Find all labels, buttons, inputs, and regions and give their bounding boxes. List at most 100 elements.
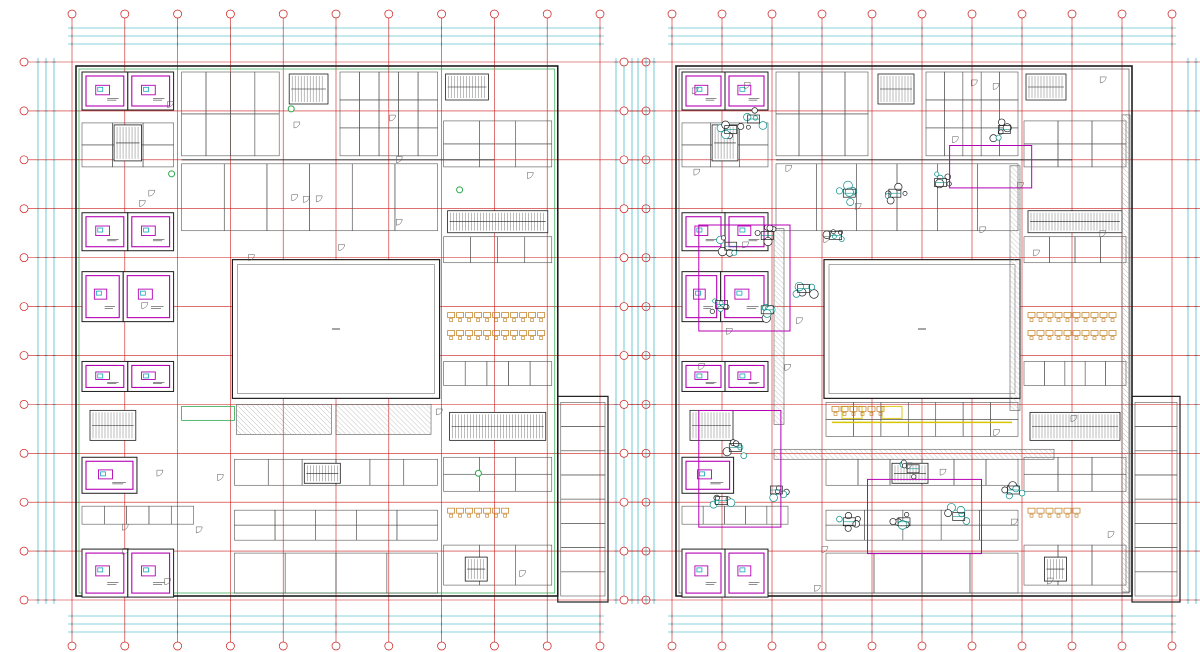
- hatch-line: [326, 404, 332, 410]
- desk: [447, 330, 455, 336]
- grid-bubble-bottom: [717, 641, 727, 651]
- hatch-line: [1009, 180, 1021, 191]
- hatch-line: [1121, 566, 1131, 576]
- door-swing: [167, 101, 174, 108]
- equipment-cluster: [769, 485, 790, 502]
- desk: [447, 312, 455, 318]
- door-swing: [291, 194, 299, 201]
- room-left-4: [127, 212, 175, 252]
- hatch-line: [773, 244, 785, 255]
- desk: [1045, 507, 1054, 514]
- small-room: [990, 419, 1019, 437]
- hatch-line: [798, 449, 810, 460]
- hatch-line: [1121, 541, 1131, 551]
- hatch-line: [1121, 236, 1131, 246]
- hatch-line: [1121, 181, 1131, 191]
- hatch-line: [1009, 330, 1021, 341]
- furnished-room-outline: [698, 224, 791, 332]
- hatch-line: [1009, 400, 1021, 411]
- hatch-line: [913, 449, 925, 460]
- right-wing: [1023, 120, 1178, 597]
- hatch-line: [1009, 275, 1021, 286]
- chair: [1092, 336, 1097, 340]
- hatch-line: [1009, 170, 1021, 181]
- chair: [842, 412, 847, 416]
- small-room: [515, 143, 553, 168]
- room-inner-outline: [728, 364, 765, 389]
- grid-bubble-top: [278, 9, 288, 19]
- hatch-line: [1121, 161, 1131, 171]
- room-inner-outline: [685, 460, 731, 490]
- room-left-8: [127, 360, 175, 392]
- grid-bubble-left: [619, 400, 629, 409]
- grid-bubble-top: [331, 9, 341, 19]
- desk: [831, 406, 840, 412]
- furnished-room-outline: [867, 478, 983, 555]
- equipment-box: [694, 371, 709, 380]
- desk: [876, 406, 885, 412]
- hatch-line: [823, 449, 835, 460]
- equipment-symbol: [751, 107, 758, 114]
- equipment-symbol: [717, 246, 728, 257]
- equipment-box: [95, 371, 110, 380]
- equipment-box: [694, 565, 709, 577]
- room-left-9: [681, 456, 735, 494]
- room-inner-outline: [85, 75, 125, 107]
- hatch-line: [1121, 511, 1131, 521]
- small-room: [1134, 571, 1178, 597]
- hatch-line: [1121, 156, 1131, 166]
- desk: [1072, 312, 1081, 318]
- desk: [474, 507, 482, 514]
- hatch-line: [1121, 531, 1131, 541]
- hatch-line: [1121, 331, 1131, 341]
- chair: [1065, 318, 1070, 322]
- room-wall: [81, 71, 129, 111]
- chair: [503, 336, 507, 340]
- chair: [1074, 318, 1079, 322]
- equipment-symbol: [720, 235, 726, 241]
- chair: [539, 336, 543, 340]
- room-wall: [724, 548, 769, 598]
- chair: [1029, 318, 1034, 322]
- equipment-symbol: [769, 493, 778, 502]
- chair: [1101, 336, 1106, 340]
- door-swing: [248, 254, 255, 261]
- equipment-mark: [739, 227, 746, 233]
- room-inner-outline: [131, 75, 171, 107]
- hatch-line: [1121, 296, 1131, 306]
- desk: [465, 330, 473, 336]
- hatch-line: [256, 404, 287, 435]
- hatch-line: [1038, 449, 1050, 460]
- equipment-symbol: [776, 485, 782, 491]
- hatch-line: [1121, 506, 1131, 516]
- hatch-line: [773, 379, 785, 390]
- right-wing: [443, 120, 606, 597]
- door-swing: [156, 469, 164, 477]
- chair: [521, 336, 525, 340]
- hatch-line: [266, 404, 297, 435]
- equipment-cluster: [836, 512, 861, 532]
- hatch-line: [793, 449, 805, 460]
- upper-corridor-rooms: [775, 163, 1019, 232]
- hatch-line: [1121, 571, 1131, 581]
- room-wall: [720, 271, 769, 323]
- hatch-line: [908, 449, 920, 460]
- grid-bubble-bottom: [173, 641, 182, 651]
- grid-bubble-top: [384, 9, 394, 19]
- hatch-line: [773, 319, 785, 330]
- hatch-line: [773, 419, 780, 425]
- room-left-1: [81, 71, 129, 111]
- grid-bubble-top: [767, 9, 777, 19]
- desk: [1054, 330, 1063, 336]
- desk: [1108, 312, 1117, 318]
- desk: [465, 507, 473, 514]
- equipment-cluster: [709, 494, 736, 509]
- hatch-line: [1121, 526, 1131, 536]
- left-stair-2: [89, 409, 137, 441]
- door-swing: [952, 136, 959, 144]
- equipment-symbol: [718, 300, 724, 306]
- courtyard: [231, 259, 441, 399]
- hatch-line: [355, 404, 387, 435]
- grid-bubble-top: [1017, 9, 1027, 19]
- equipment-mark: [95, 290, 102, 296]
